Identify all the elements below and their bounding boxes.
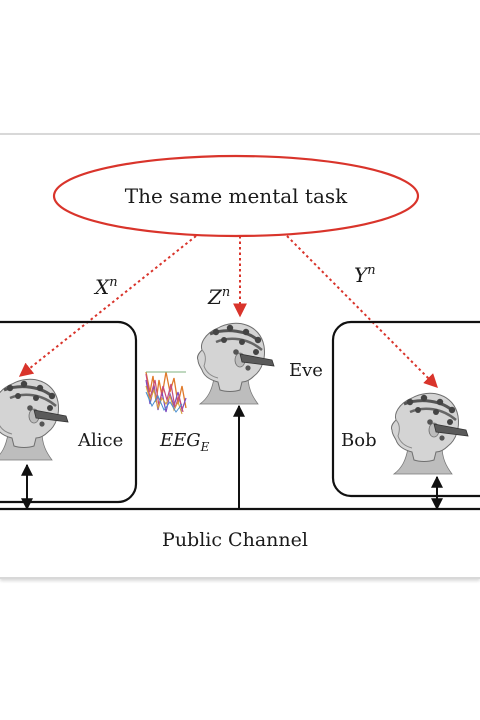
eeg-signal-plot-icon [145,371,187,415]
task-label: The same mental task [125,184,348,208]
arrow-to-alice [18,235,197,377]
signal-alice-label: Xn [93,275,118,299]
public-channel-label: Public Channel [162,529,308,551]
arrow-to-bob [286,235,438,388]
bob-head-icon [389,391,470,476]
alice-head-icon [0,377,70,462]
signal-eve-label: Zn [207,285,230,309]
alice-label: Alice [77,430,123,451]
alice-box [0,320,138,504]
bob-box [331,320,480,498]
eve-head-icon [195,321,276,406]
eve-label: Eve [289,360,323,381]
signal-bob-label: Yn [354,263,376,287]
eeg-eve-label: EEGE [159,430,210,454]
bob-label: Bob [341,430,377,451]
task-ellipse [52,154,420,238]
